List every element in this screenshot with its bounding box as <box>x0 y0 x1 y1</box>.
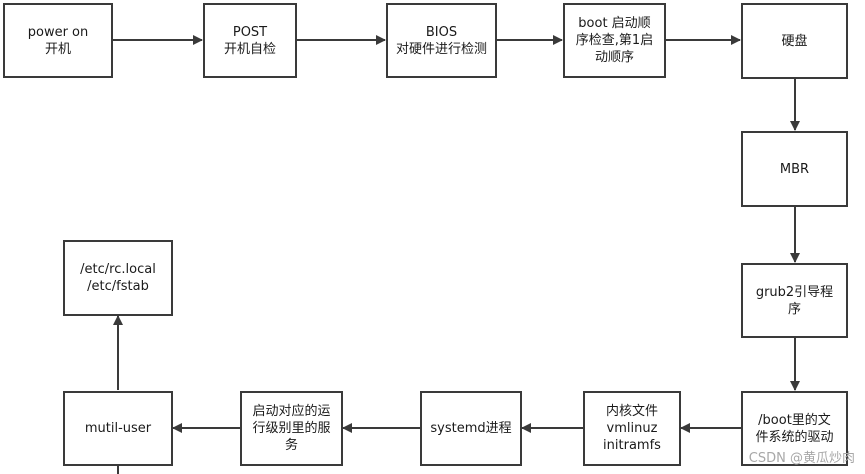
node-mutil-user: mutil-user <box>63 391 173 466</box>
node-disk: 硬盘 <box>741 3 848 79</box>
node-boot-order: boot 启动顺 序检查,第1启 动顺序 <box>563 3 666 78</box>
node-boot-driver: /boot里的文 件系统的驱动 <box>741 391 848 466</box>
csdn-watermark: CSDN @黄瓜炒肉 <box>748 451 855 466</box>
node-kernel: 内核文件 vmlinuz initramfs <box>583 391 681 466</box>
node-post: POST 开机自检 <box>203 3 297 78</box>
node-systemd-label: systemd进程 <box>430 421 512 436</box>
node-disk-label: 硬盘 <box>781 33 808 49</box>
node-power-on: power on 开机 <box>3 3 113 78</box>
node-bios-label: BIOS 对硬件进行检测 <box>395 24 487 57</box>
node-mbr-label: MBR <box>779 161 810 177</box>
node-systemd: systemd进程 <box>420 391 522 466</box>
node-runlevel-label: 启动对应的运 行级别里的服 务 <box>252 404 331 453</box>
node-boot-driver-label: /boot里的文 件系统的驱动 <box>755 412 834 445</box>
node-boot-order-label: boot 启动顺 序检查,第1启 动顺序 <box>575 16 654 65</box>
node-bios: BIOS 对硬件进行检测 <box>386 3 497 78</box>
node-post-label: POST 开机自检 <box>223 24 276 57</box>
node-rc-local: /etc/rc.local /etc/fstab <box>63 240 173 316</box>
node-runlevel: 启动对应的运 行级别里的服 务 <box>240 391 343 466</box>
node-grub2: grub2引导程 序 <box>741 263 848 338</box>
node-rc-local-label: /etc/rc.local /etc/fstab <box>80 262 156 294</box>
node-mbr: MBR <box>741 131 848 207</box>
node-grub2-label: grub2引导程 序 <box>755 284 834 317</box>
node-kernel-label: 内核文件 vmlinuz initramfs <box>603 404 661 453</box>
node-mutil-user-label: mutil-user <box>84 421 152 436</box>
node-power-on-label: power on 开机 <box>27 24 89 57</box>
